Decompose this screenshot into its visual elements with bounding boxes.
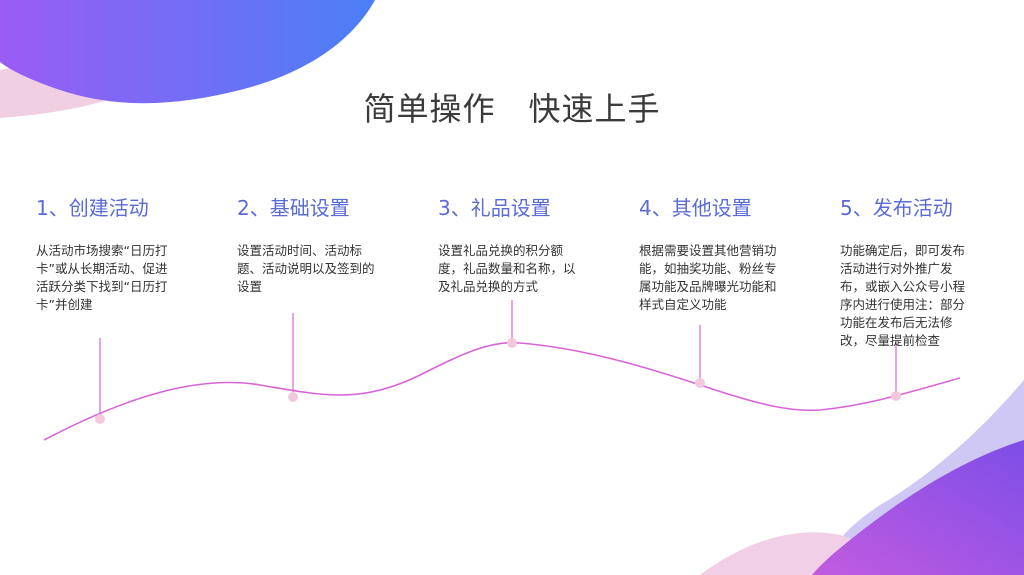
- step-4-title: 4、其他设置: [639, 196, 752, 220]
- timeline-dot-4: [695, 378, 705, 388]
- timeline-dot-1: [95, 414, 105, 424]
- bottom-right-gradient-shape: [812, 440, 1024, 575]
- step-3-title: 3、礼品设置: [438, 196, 551, 220]
- top-left-pink-shape: [0, 67, 120, 118]
- timeline-curve: [43, 341, 961, 441]
- top-left-gradient-shape: [0, 0, 375, 104]
- step-3-desc: 设置礼品兑换的积分额度，礼品数量和名称，以及礼品兑换的方式: [438, 243, 576, 294]
- step-2-desc: 设置活动时间、活动标题、活动说明以及签到的设置: [237, 243, 375, 294]
- step-5-desc: 功能确定后，即可发布活动进行对外推广发布，或嵌入公众号小程序内进行使用注：部分功…: [840, 243, 966, 348]
- step-4-desc: 根据需要设置其他营销功能，如抽奖功能、粉丝专属功能及品牌曝光功能和样式自定义功能: [639, 243, 777, 312]
- step-1-title: 1、创建活动: [36, 196, 149, 220]
- page-title: 简单操作 快速上手: [363, 90, 661, 128]
- timeline-dot-2: [288, 392, 298, 402]
- timeline-dot-3: [507, 338, 517, 348]
- timeline-dot-5: [891, 391, 901, 401]
- step-2-title: 2、基础设置: [237, 196, 350, 220]
- step-1-desc: 从活动市场搜索“日历打卡”或从长期活动、促进活跃分类下找到“日历打卡”并创建: [36, 243, 168, 312]
- step-5-title: 5、发布活动: [840, 196, 953, 220]
